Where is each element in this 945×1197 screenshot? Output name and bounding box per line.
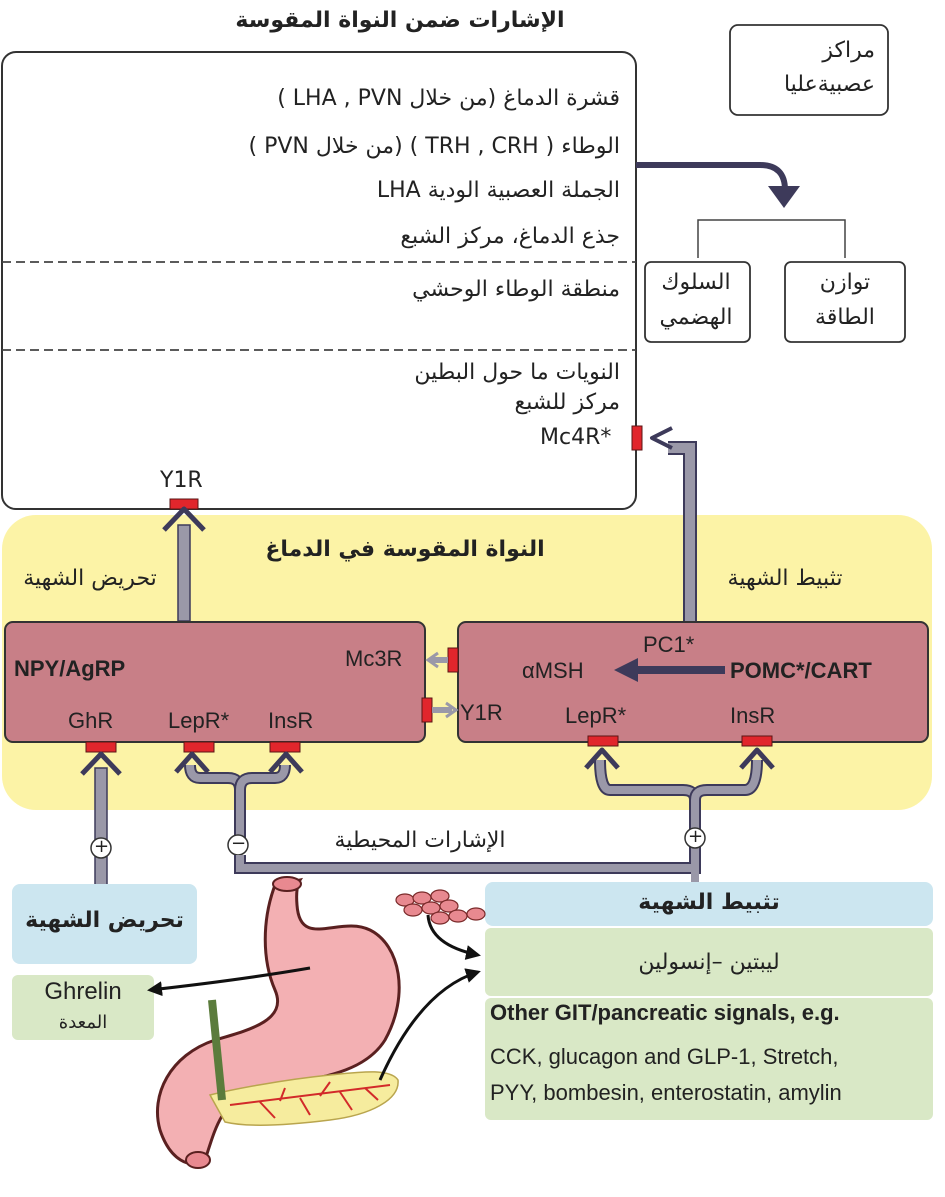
higher-centers-line2: عصبيةعليا — [783, 72, 875, 97]
stimulate-box — [12, 884, 197, 964]
insr-right-receptor — [741, 735, 773, 747]
ghrelin-label: Ghrelin — [44, 978, 122, 1005]
leptin-box — [485, 928, 933, 996]
pomc-cart-cell — [457, 621, 929, 743]
peripheral-signals-label: الإشارات المحيطية — [334, 828, 506, 853]
hypothalamus-box — [1, 51, 637, 510]
y1r-top-label: Y1R — [160, 468, 203, 493]
insr-right-label: InsR — [730, 703, 776, 728]
output-arrow — [636, 162, 788, 191]
other-signals-line1: CCK, glucagon and GLP-1, Stretch, — [490, 1044, 839, 1069]
fat-to-leptin-arrow — [426, 914, 481, 960]
stomach-illustration — [155, 876, 486, 1169]
npy-agrp-cell — [4, 621, 426, 743]
upper-box-line3: الجملة العصبية الودية LHA — [376, 178, 620, 203]
other-signals-box — [485, 998, 933, 1120]
higher-centers-line1: مراكز — [822, 38, 875, 63]
npy-agrp-label: NPY/AgRP — [14, 656, 126, 681]
pancreas-to-leptin-arrow — [378, 968, 481, 1081]
ghr-receptor — [85, 741, 117, 753]
upper-box-line2: الوطاء ( TRH , CRH ) (من خلال PVN ) — [248, 134, 621, 159]
energy-box — [784, 261, 906, 343]
lepr-left-label: LepR* — [168, 708, 230, 733]
inhibit-box — [485, 882, 933, 926]
pc1-label: PC1* — [643, 632, 695, 657]
lepr-left-receptor — [183, 741, 215, 753]
ghr-label: GhR — [68, 708, 114, 733]
upper-box-line4: جذع الدماغ، مركز الشبع — [400, 224, 620, 249]
stimulation-label: تحريض الشهية — [23, 566, 157, 591]
other-signals-title: Other GIT/pancreatic signals, e.g. — [490, 1000, 840, 1025]
lepr-right-receptor — [587, 735, 619, 747]
inhibition-label: تثبيط الشهية — [727, 566, 843, 591]
digestive-line1: السلوك — [661, 270, 731, 295]
output-arrow-head — [768, 186, 800, 208]
plus-sign-right: + — [688, 826, 704, 847]
other-signals-line2: PYY, bombesin, enterostatin, amylin — [490, 1080, 842, 1105]
paraventricular-line2: مركز للشبع — [514, 390, 621, 415]
lepr-right-label: LepR* — [565, 703, 627, 728]
mc4r-receptor — [631, 425, 643, 451]
energy-line2: الطاقة — [815, 305, 875, 330]
stomach-label: المعدة — [58, 1012, 108, 1033]
mc4r-label: Mc4R* — [540, 425, 612, 450]
ghrelin-box — [12, 975, 154, 1040]
stomach-to-ghrelin-arrow — [147, 966, 311, 997]
arcuate-title: النواة المقوسة في الدماغ — [265, 537, 545, 562]
amsh-label: αMSH — [522, 658, 584, 683]
mc3r-label: Mc3R — [345, 646, 403, 671]
insr-left-label: InsR — [268, 708, 314, 733]
paraventricular-line1: النويات ما حول البطين — [414, 360, 620, 385]
minus-sign: − — [231, 833, 247, 854]
higher-centers-box — [729, 24, 889, 116]
stimulate-box-label: تحريض الشهية — [25, 908, 184, 933]
insr-left-receptor — [269, 741, 301, 753]
output-branch — [697, 219, 846, 258]
energy-line1: توازن — [819, 270, 871, 295]
leptin-insulin-label: ليبتين –إنسولين — [638, 950, 780, 975]
digestive-box — [644, 261, 751, 343]
upper-box-line1: قشرة الدماغ (من خلال LHA , PVN ) — [277, 86, 620, 111]
page-title: الإشارات ضمن النواة المقوسة — [235, 8, 565, 33]
y1r-right-label: Y1R — [460, 700, 503, 725]
pomc-cart-label: POMC*/CART — [730, 658, 872, 683]
inhibit-box-label: تثبيط الشهية — [638, 890, 780, 915]
digestive-line2: الهضمي — [659, 305, 733, 330]
lateral-hypothalamus-label: منطقة الوطاء الوحشي — [412, 277, 620, 302]
plus-sign-left: + — [94, 836, 110, 857]
